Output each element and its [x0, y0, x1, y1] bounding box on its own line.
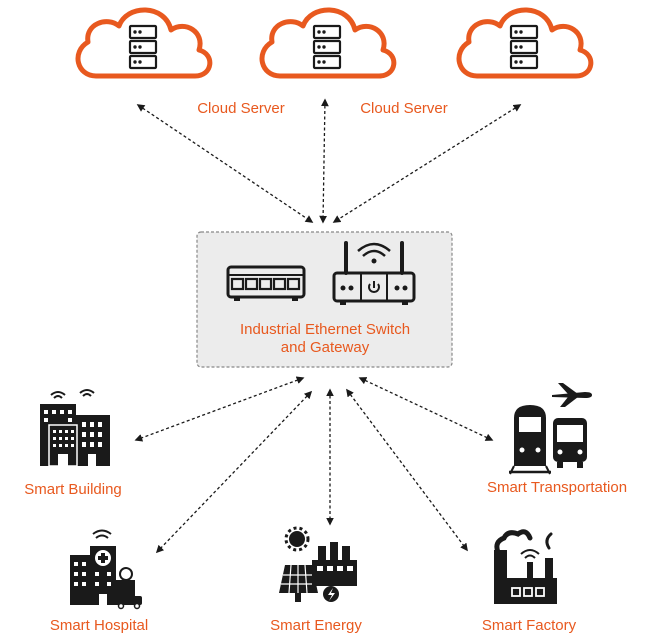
- train-bus-plane-icon: [509, 383, 592, 475]
- solar-energy-icon: [279, 526, 357, 602]
- smart-hospital-label: Smart Hospital: [49, 617, 149, 634]
- hub-label-line1: Industrial Ethernet Switch: [239, 321, 411, 338]
- cloud-server-icon: [459, 10, 591, 76]
- cloud-server-label-left: Cloud Server: [197, 100, 285, 117]
- connector-hospital: [155, 390, 313, 554]
- cloud-server-icon: [262, 10, 394, 76]
- connector-cloud-left: [136, 104, 314, 223]
- ethernet-switch-icon: [226, 265, 306, 301]
- router-gateway-icon: [332, 241, 416, 305]
- building-icon: [40, 389, 110, 467]
- smart-factory-label: Smart Factory: [481, 617, 577, 634]
- hospital-icon: [70, 529, 142, 610]
- connector-transportation: [358, 377, 494, 441]
- smart-transportation-label: Smart Transportation: [486, 479, 628, 496]
- cloud-server-label-right: Cloud Server: [360, 100, 448, 117]
- connector-cloud-right: [332, 104, 522, 223]
- connector-cloud-center: [319, 98, 329, 224]
- connector-building: [134, 376, 305, 442]
- smart-energy-label: Smart Energy: [270, 617, 362, 634]
- hub-label-line2: and Gateway: [280, 339, 370, 356]
- cloud-server-icon: [78, 10, 210, 76]
- smart-building-label: Smart Building: [24, 481, 122, 498]
- connector-factory: [346, 388, 468, 552]
- factory-icon: [494, 529, 557, 604]
